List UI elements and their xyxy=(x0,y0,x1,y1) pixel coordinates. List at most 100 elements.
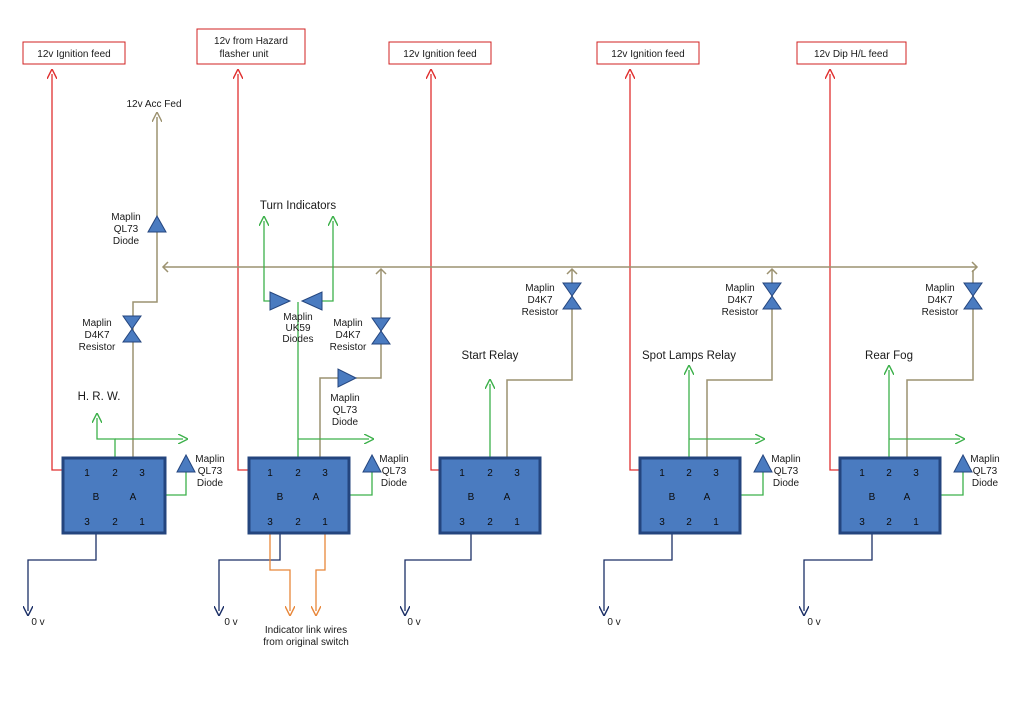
svg-text:1: 1 xyxy=(267,468,273,479)
svg-text:2: 2 xyxy=(487,517,493,528)
svg-text:2: 2 xyxy=(686,468,692,479)
svg-text:B: B xyxy=(669,492,676,503)
feed-wire-3 xyxy=(431,74,441,471)
feed-label-2-line2: flasher unit xyxy=(220,49,269,60)
svg-text:2: 2 xyxy=(886,517,892,528)
svg-text:QL73: QL73 xyxy=(333,405,358,416)
svg-text:1: 1 xyxy=(139,517,145,528)
svg-text:D4K7: D4K7 xyxy=(527,295,552,306)
diode-icon xyxy=(300,291,323,311)
svg-text:Maplin: Maplin xyxy=(771,454,800,465)
feed-label-3: 12v Ignition feed xyxy=(403,49,476,60)
feed-box-3: 12v Ignition feed xyxy=(388,41,492,65)
diode-icon xyxy=(147,214,167,233)
diode-icon xyxy=(953,453,973,473)
resistor-icon xyxy=(371,317,391,345)
svg-text:2: 2 xyxy=(295,468,301,479)
svg-text:Maplin: Maplin xyxy=(333,318,362,329)
component-labels: Maplin QL73 Diode Maplin D4K7 Resistor M… xyxy=(79,212,1000,489)
svg-text:B: B xyxy=(93,492,100,503)
feed-box-2: 12v from Hazard flasher unit xyxy=(196,28,306,65)
svg-text:Maplin: Maplin xyxy=(970,454,999,465)
svg-text:1: 1 xyxy=(514,517,520,528)
spot-lamps-relay-label: Spot Lamps Relay xyxy=(642,350,736,362)
svg-text:2: 2 xyxy=(295,517,301,528)
indicator-link-label-2: from original switch xyxy=(263,637,349,648)
svg-text:3: 3 xyxy=(859,517,865,528)
svg-text:Diode: Diode xyxy=(381,478,408,489)
svg-text:3: 3 xyxy=(139,468,145,479)
hrw-label: H. R. W. xyxy=(78,391,121,403)
svg-text:A: A xyxy=(130,492,137,503)
svg-text:3: 3 xyxy=(459,517,465,528)
svg-text:A: A xyxy=(904,492,911,503)
svg-text:Resistor: Resistor xyxy=(522,307,559,318)
switch-block-1 xyxy=(61,456,167,535)
svg-text:Maplin: Maplin xyxy=(725,283,754,294)
ground-label: 0 v xyxy=(407,617,420,628)
svg-text:2: 2 xyxy=(886,468,892,479)
svg-text:A: A xyxy=(704,492,711,503)
svg-text:Diode: Diode xyxy=(332,417,359,428)
feed-label-2-line1: 12v from Hazard xyxy=(214,36,288,47)
svg-text:1: 1 xyxy=(659,468,665,479)
feed-label-4: 12v Ignition feed xyxy=(611,49,684,60)
svg-text:2: 2 xyxy=(686,517,692,528)
switch-block-4 xyxy=(638,456,742,535)
svg-text:2: 2 xyxy=(487,468,493,479)
ground-label: 0 v xyxy=(807,617,820,628)
svg-text:D4K7: D4K7 xyxy=(927,295,952,306)
feed-wires xyxy=(52,74,841,471)
svg-text:Diode: Diode xyxy=(197,478,224,489)
svg-text:2: 2 xyxy=(112,468,118,479)
resistor-icon xyxy=(963,282,983,310)
turn-indicators-label: Turn Indicators xyxy=(260,200,337,212)
diode-icon xyxy=(337,368,358,388)
svg-text:QL73: QL73 xyxy=(114,224,139,235)
svg-text:A: A xyxy=(504,492,511,503)
svg-text:Diode: Diode xyxy=(773,478,800,489)
acc-fed-label: 12v Acc Fed xyxy=(126,99,181,110)
ground-label: 0 v xyxy=(607,617,620,628)
svg-text:D4K7: D4K7 xyxy=(84,330,109,341)
resistor-icon xyxy=(762,282,782,310)
svg-text:Maplin: Maplin xyxy=(525,283,554,294)
svg-text:Resistor: Resistor xyxy=(922,307,959,318)
diode-icon xyxy=(176,453,196,473)
svg-text:Maplin: Maplin xyxy=(283,312,312,323)
svg-text:3: 3 xyxy=(267,517,273,528)
svg-text:3: 3 xyxy=(713,468,719,479)
diode-icon xyxy=(362,453,382,473)
switch-block-5 xyxy=(838,456,942,535)
svg-text:3: 3 xyxy=(659,517,665,528)
svg-text:1: 1 xyxy=(322,517,328,528)
feed-box-4: 12v Ignition feed xyxy=(596,41,700,65)
ground-label: 0 v xyxy=(31,617,44,628)
switch-block-3 xyxy=(438,456,542,535)
svg-text:B: B xyxy=(277,492,284,503)
svg-text:Maplin: Maplin xyxy=(925,283,954,294)
feed-wire-2 xyxy=(238,74,250,471)
svg-text:Maplin: Maplin xyxy=(330,393,359,404)
indicator-link-wires xyxy=(269,533,326,611)
svg-text:2: 2 xyxy=(112,517,118,528)
ground-label: 0 v xyxy=(224,617,237,628)
svg-text:QL73: QL73 xyxy=(774,466,799,477)
green-wires xyxy=(97,221,963,495)
feed-label-1: 12v Ignition feed xyxy=(37,49,110,60)
diode-icon xyxy=(269,291,292,311)
start-relay-label: Start Relay xyxy=(462,350,519,362)
svg-text:1: 1 xyxy=(713,517,719,528)
svg-text:3: 3 xyxy=(322,468,328,479)
svg-text:Diode: Diode xyxy=(113,236,140,247)
rear-fog-label: Rear Fog xyxy=(865,350,913,362)
common-bus xyxy=(132,117,979,492)
resistor-icon xyxy=(122,315,142,343)
svg-text:QL73: QL73 xyxy=(198,466,223,477)
svg-text:B: B xyxy=(869,492,876,503)
switch-block-2 xyxy=(247,456,351,535)
svg-text:UK59: UK59 xyxy=(285,323,310,334)
svg-text:Resistor: Resistor xyxy=(722,307,759,318)
svg-text:Maplin: Maplin xyxy=(82,318,111,329)
